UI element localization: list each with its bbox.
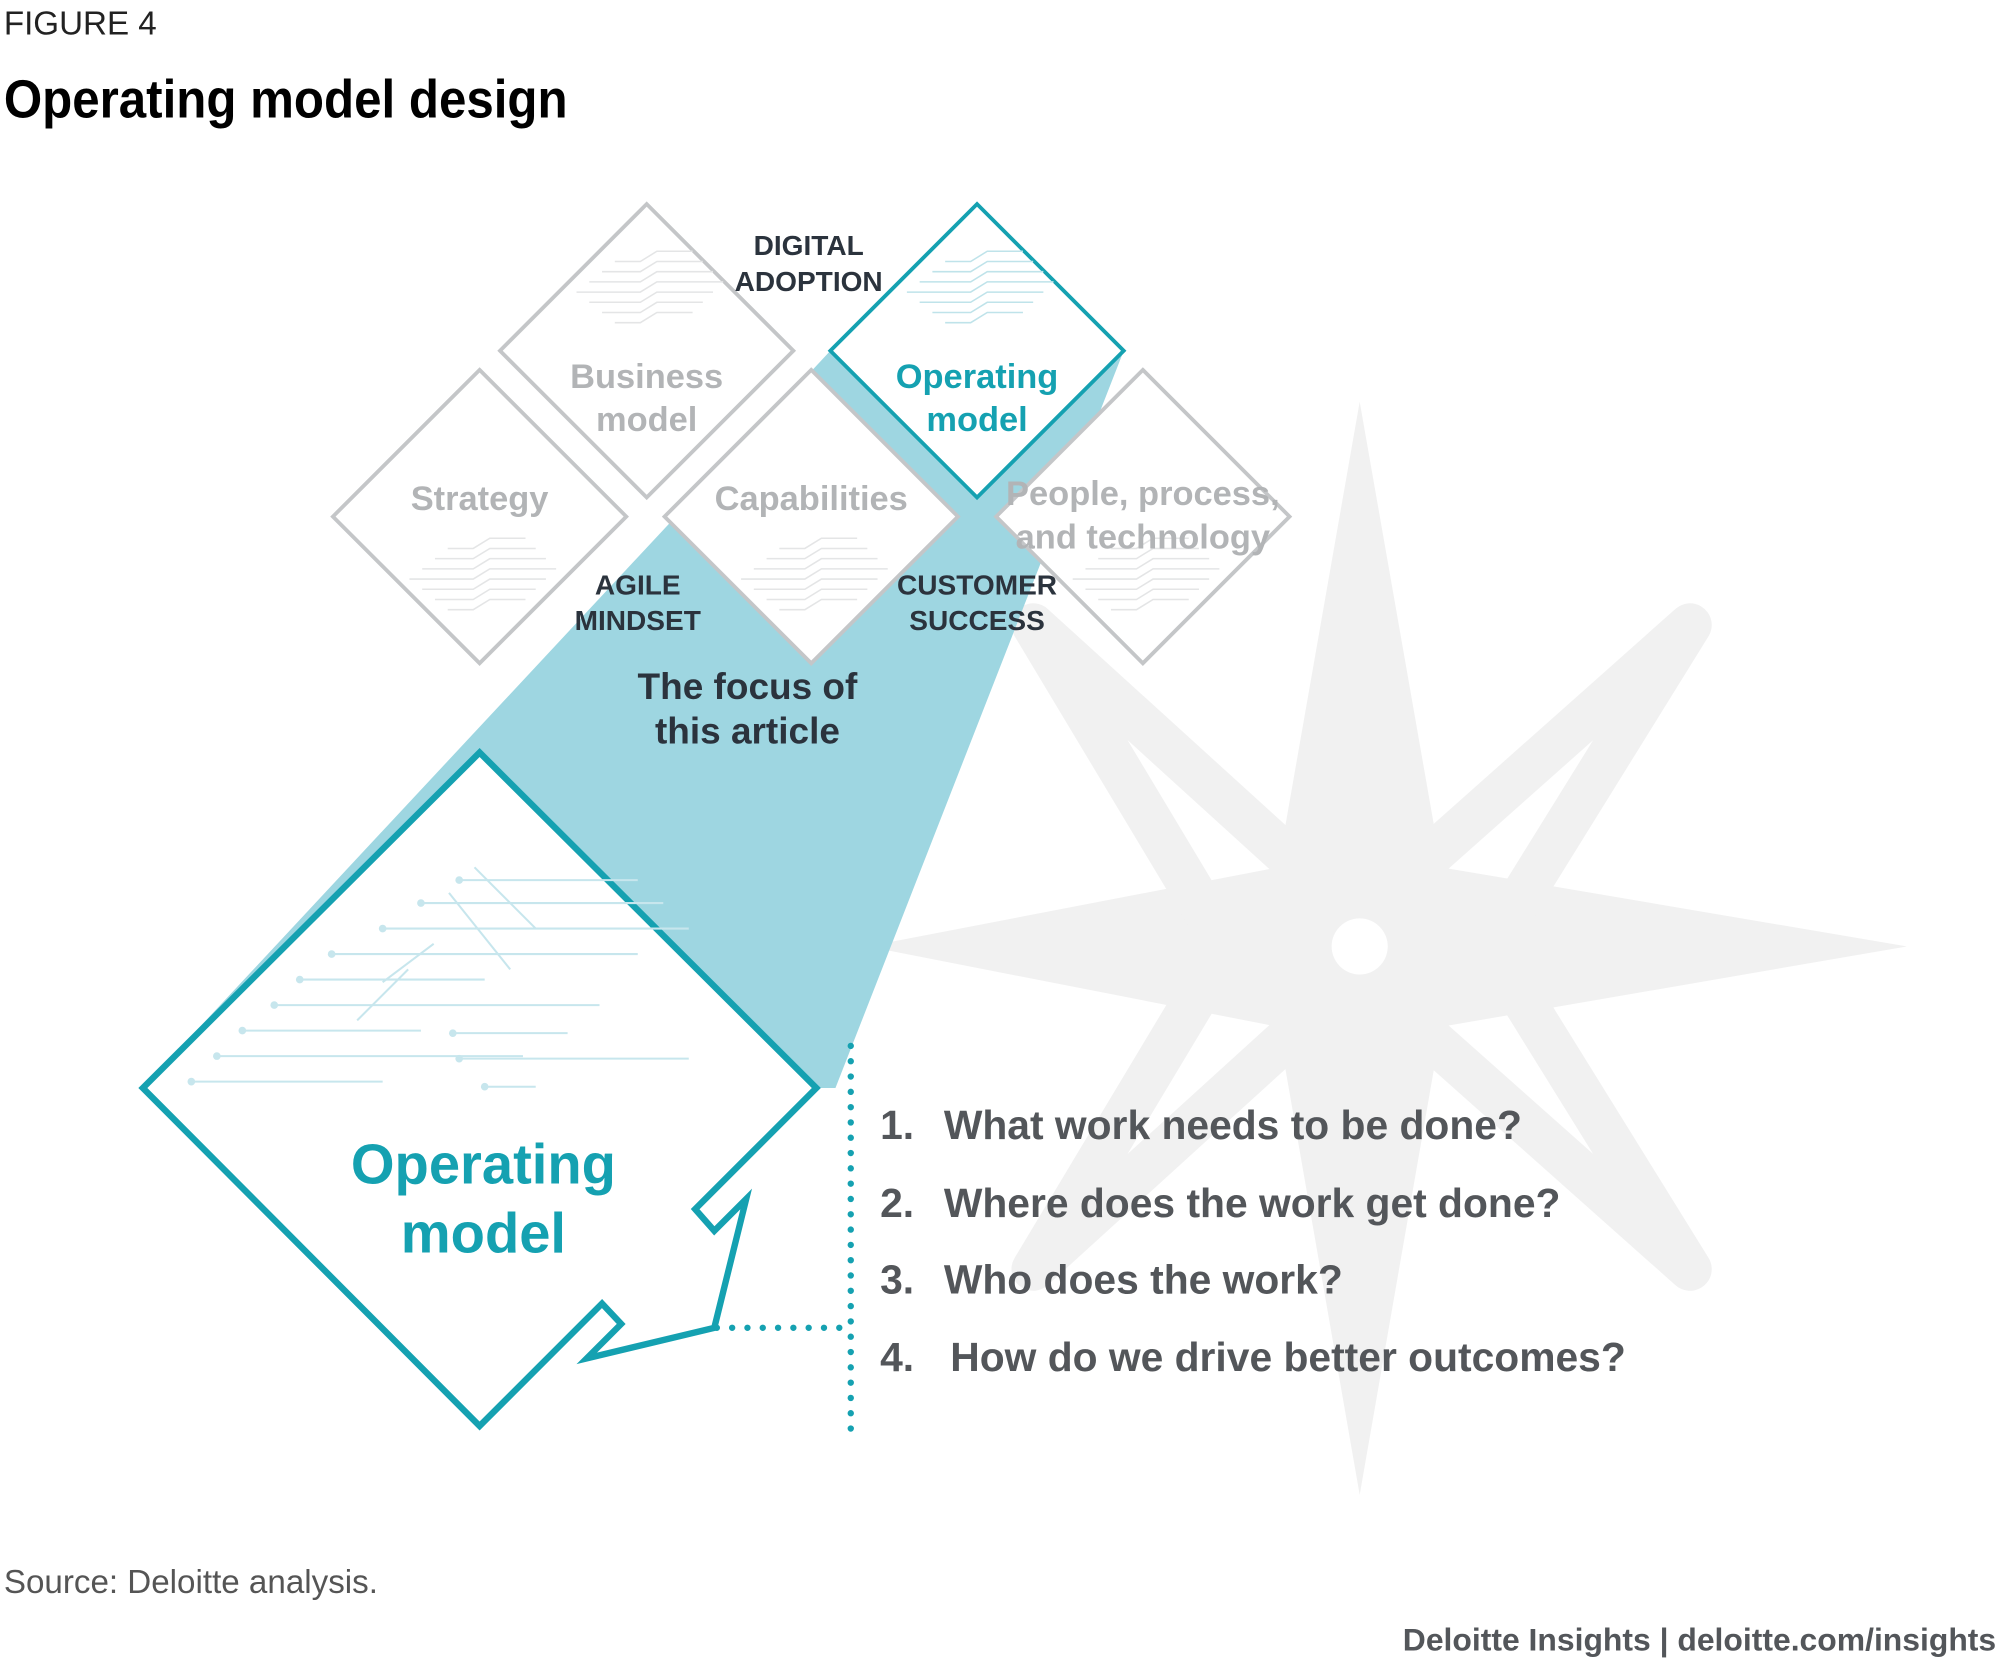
operating-model-small-label: Operating bbox=[896, 358, 1059, 396]
circuit-trace bbox=[473, 866, 537, 930]
question-4-number: 4. bbox=[880, 1334, 914, 1380]
question-3: Who does the work? bbox=[944, 1256, 1343, 1302]
question-1-number: 1. bbox=[880, 1102, 914, 1148]
customer-success-label-2: SUCCESS bbox=[909, 605, 1045, 636]
compass-star-icon bbox=[867, 401, 1907, 1495]
circuit-trace bbox=[448, 892, 512, 971]
question-2: Where does the work get done? bbox=[944, 1180, 1561, 1226]
circuit-pattern bbox=[409, 537, 557, 611]
agile-mindset-label: AGILE bbox=[595, 569, 681, 600]
digital-adoption-label: DIGITAL bbox=[754, 230, 864, 261]
customer-success-label: CUSTOMER bbox=[897, 569, 1057, 600]
circuit-trace bbox=[356, 968, 409, 1022]
operating-model-large-label: Operating bbox=[351, 1133, 616, 1196]
circuit-node bbox=[480, 1082, 489, 1091]
circuit-trace bbox=[382, 943, 435, 983]
focus-note-2: this article bbox=[655, 711, 840, 752]
circuit-node bbox=[213, 1052, 221, 1060]
capabilities-diamond: Capabilities bbox=[661, 367, 961, 666]
business-model-diamond: Business model bbox=[497, 201, 797, 501]
circuit-node bbox=[295, 975, 304, 984]
focus-note: The focus of bbox=[638, 666, 858, 707]
circuit-node bbox=[417, 899, 425, 907]
operating-model-small-label-2: model bbox=[926, 401, 1027, 439]
question-3-number: 3. bbox=[880, 1256, 914, 1302]
operating-model-large-diamond: Operating model bbox=[138, 748, 821, 1431]
business-model-label: Business bbox=[570, 358, 723, 396]
circuit-pattern bbox=[1072, 537, 1220, 611]
question-1: What work needs to be done? bbox=[944, 1102, 1522, 1148]
strategy-diamond: Strategy bbox=[330, 367, 629, 666]
question-2-number: 2. bbox=[880, 1180, 914, 1226]
operating-model-large-label-2: model bbox=[401, 1202, 566, 1265]
circuit-node bbox=[270, 1001, 279, 1009]
circuit-node bbox=[327, 950, 336, 958]
circuit-pattern bbox=[741, 537, 888, 611]
people-process-technology-label-2: and technology bbox=[1016, 518, 1270, 556]
capabilities-label: Capabilities bbox=[715, 480, 908, 518]
circuit-pattern bbox=[576, 250, 724, 324]
circuit-pattern bbox=[906, 250, 1054, 324]
source-note: Source: Deloitte analysis. bbox=[4, 1564, 378, 1601]
figure-label: FIGURE 4 bbox=[4, 5, 157, 42]
operating-model-small-diamond: Operating model bbox=[827, 201, 1127, 501]
circuit-node bbox=[378, 924, 387, 933]
strategy-label: Strategy bbox=[411, 480, 549, 518]
digital-adoption-label-2: ADOPTION bbox=[735, 266, 883, 297]
circuit-node bbox=[455, 1054, 464, 1063]
people-process-technology-diamond: People, process, and technology bbox=[993, 367, 1293, 666]
circuit-node bbox=[187, 1077, 196, 1086]
circuit-node bbox=[238, 1026, 247, 1035]
footer-credit[interactable]: Deloitte Insights | deloitte.com/insight… bbox=[1403, 1621, 1996, 1657]
agile-mindset-label-2: MINDSET bbox=[575, 605, 701, 636]
business-model-label-2: model bbox=[596, 401, 697, 439]
page-title: Operating model design bbox=[4, 70, 568, 129]
circuit-node bbox=[455, 876, 464, 884]
people-process-technology-label: People, process, bbox=[1006, 475, 1280, 513]
question-4: How do we drive better outcomes? bbox=[950, 1334, 1626, 1380]
circuit-pattern bbox=[187, 866, 689, 1091]
circuit-node bbox=[448, 1029, 457, 1037]
